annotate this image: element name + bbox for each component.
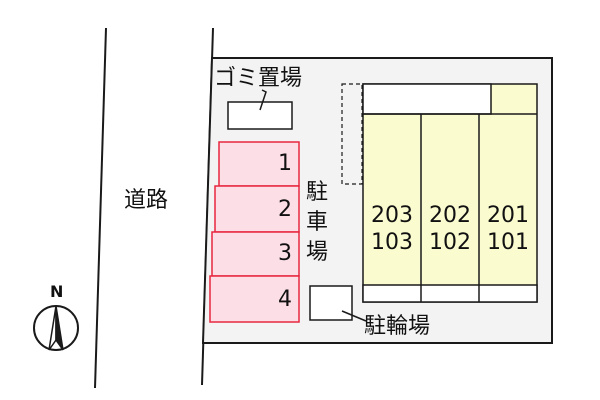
garbage-label: ゴミ置場 <box>214 66 303 91</box>
parking-number-2: 2 <box>278 197 292 222</box>
entrance-band <box>362 284 538 303</box>
parking-space-3 <box>211 231 300 277</box>
building-roof-band <box>362 83 492 115</box>
bicycle-area <box>309 285 353 321</box>
unit-101: 101 <box>487 230 529 255</box>
parking-space-4 <box>209 275 300 323</box>
dashed-area <box>341 83 363 185</box>
road-edge-left <box>94 27 107 389</box>
unit-202: 202 <box>429 203 471 228</box>
garbage-area <box>227 101 293 130</box>
parking-label-char-3: 場 <box>306 240 329 265</box>
garbage-leader <box>259 89 267 111</box>
parking-number-3: 3 <box>278 241 292 266</box>
parking-space-2 <box>214 185 300 233</box>
building <box>362 83 538 303</box>
unit-203: 203 <box>371 203 413 228</box>
road-label: 道路 <box>124 188 169 213</box>
bicycle-label: 駐輪場 <box>364 314 431 339</box>
bicycle-leader <box>341 310 367 322</box>
parking-number-4: 4 <box>278 287 292 312</box>
north-compass-icon <box>33 305 79 351</box>
north-label: N <box>50 282 64 301</box>
parking-label-char-2: 車 <box>306 210 329 235</box>
unit-103: 103 <box>371 230 413 255</box>
parking-space-1 <box>218 141 300 187</box>
parking-number-1: 1 <box>278 151 292 176</box>
unit-102: 102 <box>429 230 471 255</box>
parking-label-char-1: 駐 <box>306 180 329 205</box>
unit-201: 201 <box>487 203 529 228</box>
